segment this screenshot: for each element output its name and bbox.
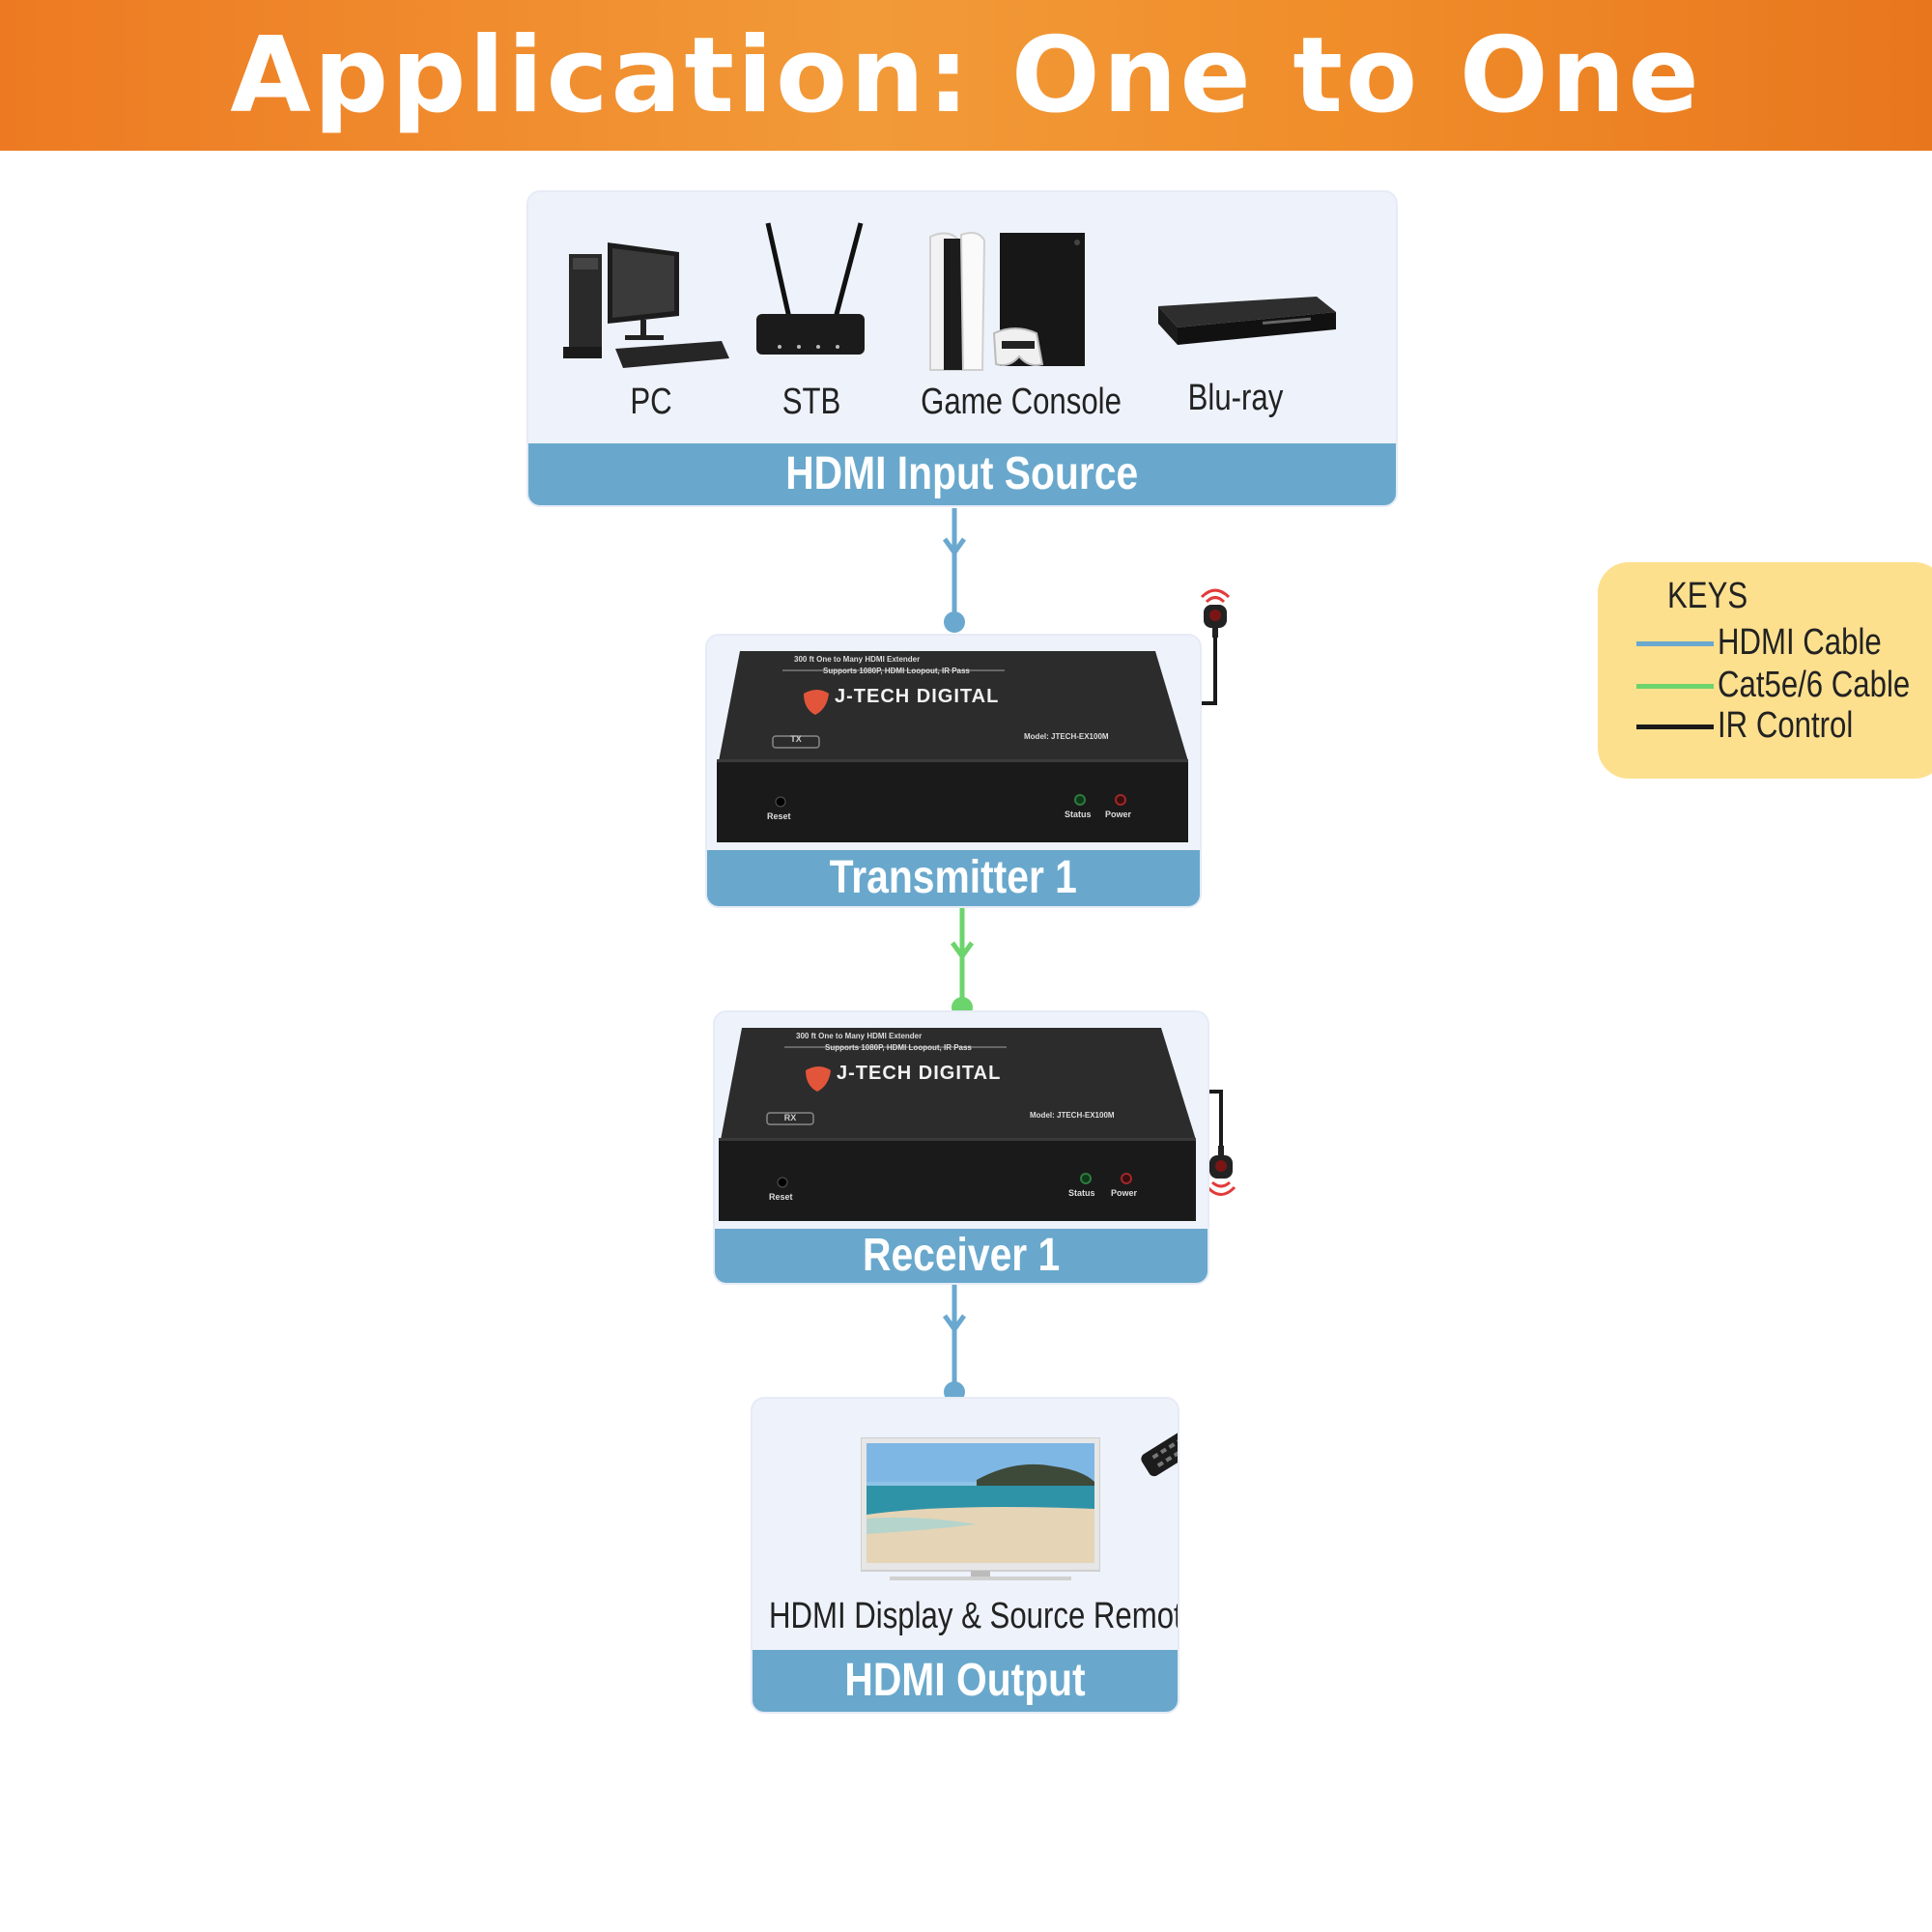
- receiver-chassis: [719, 1028, 1196, 1221]
- hdmi-output-display-title: HDMI Output Display: [844, 1655, 1086, 1706]
- transmitter-brand: J-TECH DIGITAL: [835, 686, 1000, 707]
- key-label-ir: IR Control: [1718, 705, 1854, 746]
- key-swatch-ir: [1636, 724, 1714, 729]
- hdmi-arrow-rx-display: [942, 1314, 967, 1334]
- hdmi-input-source-bar: HDMI Input Source: [528, 443, 1396, 505]
- transmitter-status-label: Status: [1065, 810, 1092, 819]
- device-label-pc: PC: [630, 382, 672, 422]
- receiver-top-line-1: 300 ft One to Many HDMI Extender: [796, 1032, 923, 1040]
- transmitter-tag: TX: [790, 734, 802, 744]
- key-swatch-hdmi: [1636, 641, 1714, 646]
- key-row-cat: Cat5e/6 Cable: [1636, 665, 1932, 705]
- key-row-ir: IR Control: [1636, 705, 1932, 746]
- page-title: Application: One to One: [230, 14, 1702, 136]
- receiver-brand: J-TECH DIGITAL: [837, 1063, 1002, 1084]
- ir-blaster-icon: [1206, 1146, 1236, 1196]
- receiver-top-line-2: Supports 1080P, HDMI Loopout, IR Pass: [825, 1043, 972, 1052]
- transmitter-top-line-1: 300 ft One to Many HDMI Extender: [794, 655, 921, 664]
- key-swatch-cat: [1636, 684, 1714, 689]
- device-label-game-console: Game Console: [921, 382, 1122, 422]
- transmitter-device: 300 ft One to Many HDMI Extender Support…: [715, 651, 1188, 844]
- game-console-icon: [929, 232, 1085, 371]
- receiver-reset-label: Reset: [769, 1192, 793, 1202]
- ir-receiver-eye-icon: [1200, 588, 1231, 638]
- keys-title: KEYS: [1667, 576, 1748, 616]
- transmitter-reset-label: Reset: [767, 811, 791, 821]
- receiver-power-label: Power: [1111, 1188, 1138, 1198]
- hdmi-output-display-panel: HDMI Display & Source Remote HDMI Output…: [751, 1397, 1179, 1714]
- receiver-model: Model: JTECH-EX100M: [1030, 1111, 1115, 1120]
- transmitter-top-line-2: Supports 1080P, HDMI Loopout, IR Pass: [823, 667, 970, 675]
- key-label-cat: Cat5e/6 Cable: [1718, 665, 1911, 705]
- receiver-tag: RX: [783, 1113, 797, 1122]
- keys-legend: KEYS HDMI Cable Cat5e/6 Cable IR Control: [1598, 562, 1932, 779]
- transmitter-model: Model: JTECH-EX100M: [1024, 732, 1109, 741]
- transmitter-bar: Transmitter 1: [707, 850, 1200, 906]
- key-label-hdmi: HDMI Cable: [1718, 622, 1882, 663]
- device-label-bluray: Blu-ray: [1187, 378, 1284, 418]
- remote-control-icon: [1141, 1411, 1178, 1477]
- cat-arrow-tx-rx: [950, 941, 975, 961]
- device-label-stb: STB: [781, 382, 841, 422]
- hdmi-input-source-title: HDMI Input Source: [785, 448, 1139, 499]
- receiver-status-label: Status: [1068, 1188, 1095, 1198]
- transmitter-title: Transmitter 1: [829, 852, 1078, 903]
- transmitter-power-label: Power: [1105, 810, 1132, 819]
- receiver-bar: Receiver 1: [715, 1229, 1208, 1283]
- key-row-hdmi: HDMI Cable: [1636, 622, 1932, 663]
- hdmi-arrow-source-tx: [942, 537, 967, 557]
- bluray-player-icon: [1158, 297, 1336, 345]
- tv-icon: [861, 1437, 1100, 1580]
- hdmi-dot-source-tx: [944, 611, 965, 633]
- receiver-device: 300 ft One to Many HDMI Extender Support…: [717, 1028, 1196, 1223]
- header-banner: Application: One to One: [0, 0, 1932, 151]
- transmitter-chassis: [717, 651, 1188, 842]
- output-caption: HDMI Display & Source Remote: [769, 1596, 1179, 1636]
- receiver-title: Receiver 1: [862, 1230, 1061, 1281]
- hdmi-output-display-bar: HDMI Output Display: [753, 1650, 1178, 1712]
- pc-icon: [563, 242, 729, 368]
- hdmi-input-source-panel: PC STB Game Console Blu-ray HDMI Input S…: [526, 190, 1398, 507]
- router-icon: [756, 222, 865, 355]
